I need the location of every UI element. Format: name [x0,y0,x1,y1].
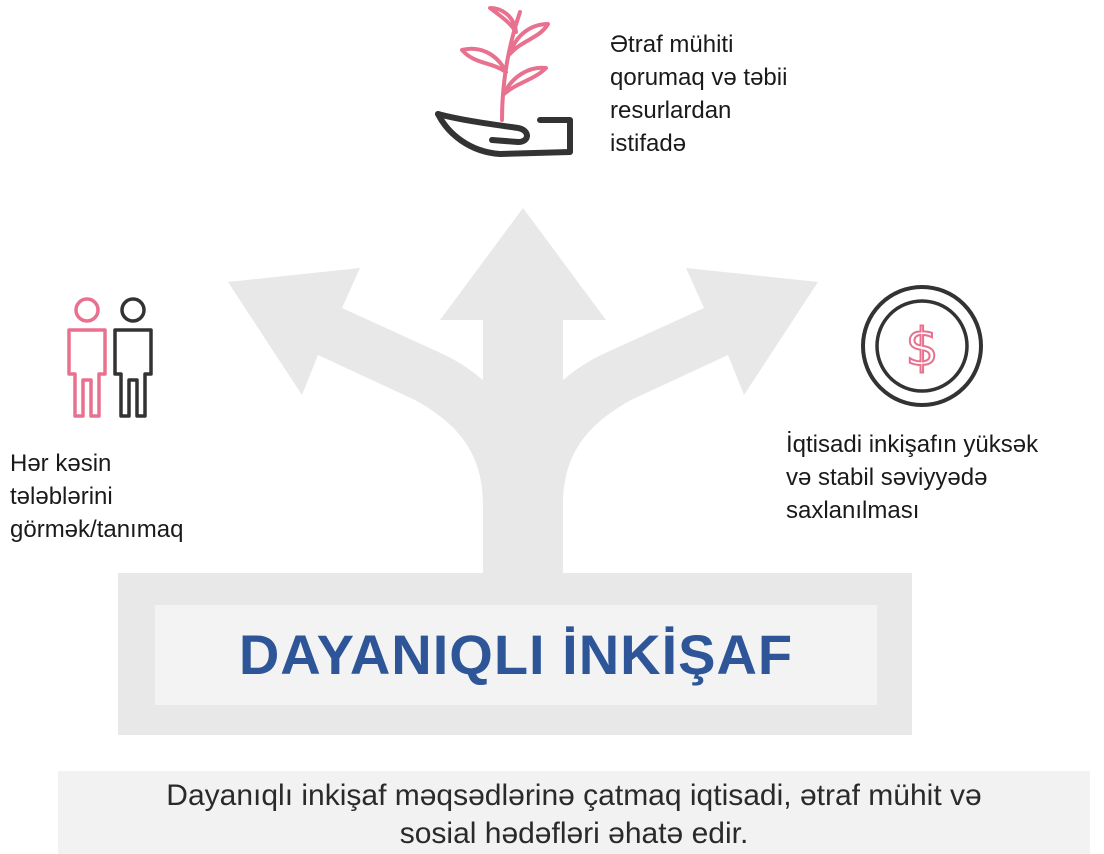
people-caption-line: görmək/tanımaq [10,516,184,543]
economy-caption-line: saxlanılması [786,497,920,524]
title-panel [155,605,877,705]
people-caption: Hər kəsin tələblərini görmək/tanımaq [10,447,183,546]
environment-caption-line: Ətraf mühiti [610,31,734,58]
right-arrow [518,268,818,578]
economy-caption-line: və stabil səviyyədə [786,464,988,491]
footer-caption-line: sosial hədəfləri əhatə edir. [399,817,749,850]
footer-caption: Dayanıqlı inkişaf məqsədlərinə çatmaq iq… [58,777,1090,853]
center-arrow [440,208,606,578]
plant-in-hand-icon [430,2,580,162]
footer-caption-line: Dayanıqlı inkişaf məqsədlərinə çatmaq iq… [166,779,982,812]
people-caption-line: tələblərini [10,483,113,510]
svg-text:$: $ [905,318,938,378]
left-arrow [228,268,528,578]
environment-caption: Ətraf mühiti qorumaq və təbii resurlarda… [610,28,787,160]
dollar-coin-icon: $ [858,282,986,410]
economy-caption-line: İqtisadi inkişafın yüksək [786,431,1039,458]
two-people-icon [55,296,165,421]
main-title: DAYANIQLI İNKİŞAF [238,623,794,686]
environment-caption-line: istifadə [610,130,687,157]
environment-caption-line: qorumaq və təbii [610,64,788,91]
economy-caption: İqtisadi inkişafın yüksək və stabil səvi… [786,428,1038,527]
people-caption-line: Hər kəsin [10,450,112,477]
environment-caption-line: resurlardan [610,97,732,124]
footer-caption-box: Dayanıqlı inkişaf məqsədlərinə çatmaq iq… [58,771,1090,854]
